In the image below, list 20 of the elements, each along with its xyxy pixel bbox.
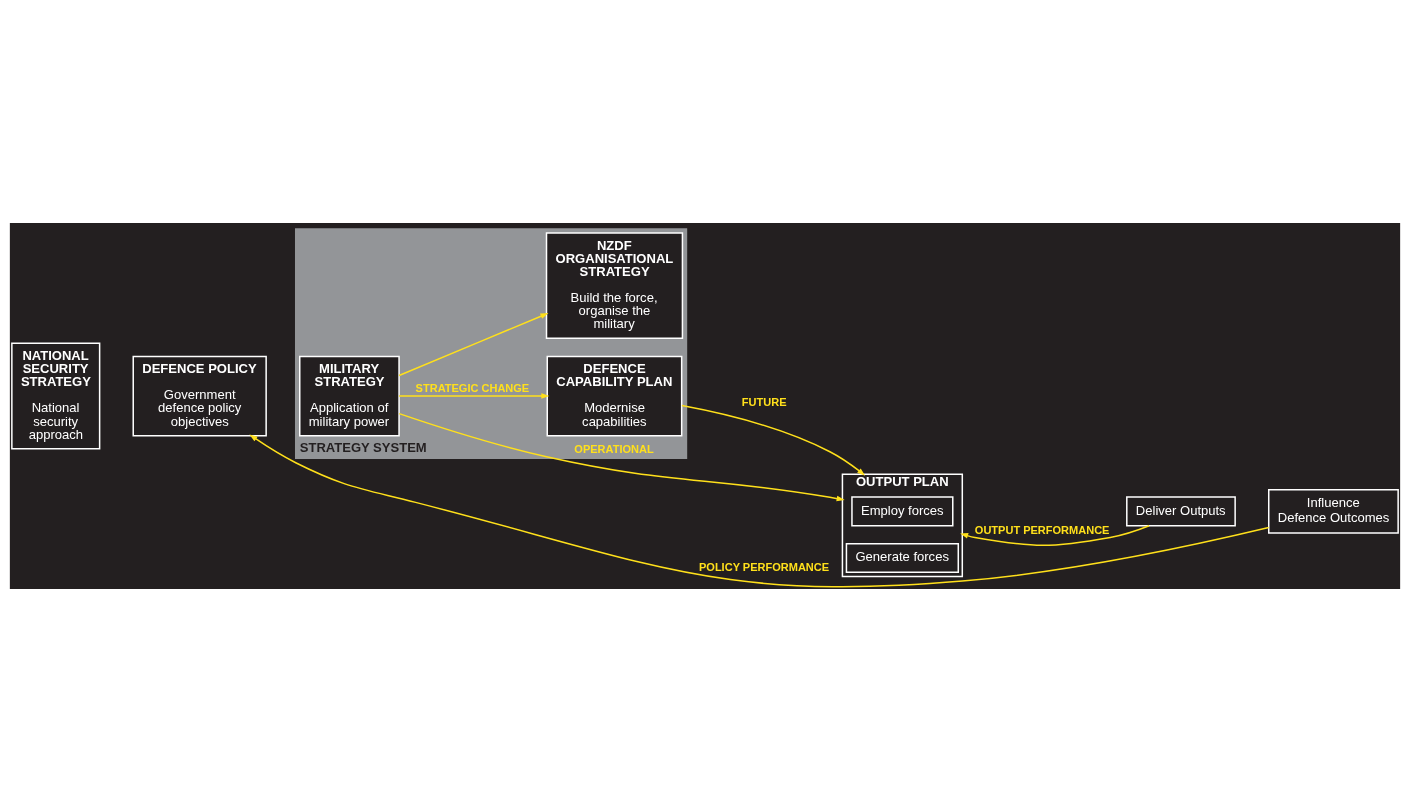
arrow [681, 404, 866, 476]
node-box: DEFENCE POLICY Government defence policy objectives [132, 355, 267, 437]
edge-label: STRATEGIC CHANGE [415, 382, 530, 395]
edge-label: OPERATIONAL [574, 443, 654, 456]
arrow [398, 412, 845, 502]
node-box: Generate forces [845, 543, 960, 574]
node-box: DEFENCE CAPABILITY PLAN Modernise capabilities [546, 355, 683, 437]
arrow [398, 313, 549, 377]
node-box: Employ forces [851, 496, 954, 527]
edge-label: OUTPUT PERFORMANCE [974, 523, 1110, 536]
arrow [398, 393, 550, 399]
arrow [249, 434, 1270, 588]
edge-label: FUTURE [741, 395, 787, 408]
node-box: NZDF ORGANISATIONAL STRATEGY Build the force, organise the military [545, 232, 684, 340]
node-box: Influence Defence Outcomes [1268, 489, 1399, 534]
node-box: NATIONAL SECURITY STRATEGY National security approach [11, 342, 101, 450]
node-box: Deliver Outputs [1126, 496, 1236, 527]
arrow [960, 525, 1150, 547]
edge-label: POLICY PERFORMANCE [698, 560, 830, 573]
node-box: MILITARY STRATEGY Application of military power [299, 355, 400, 437]
